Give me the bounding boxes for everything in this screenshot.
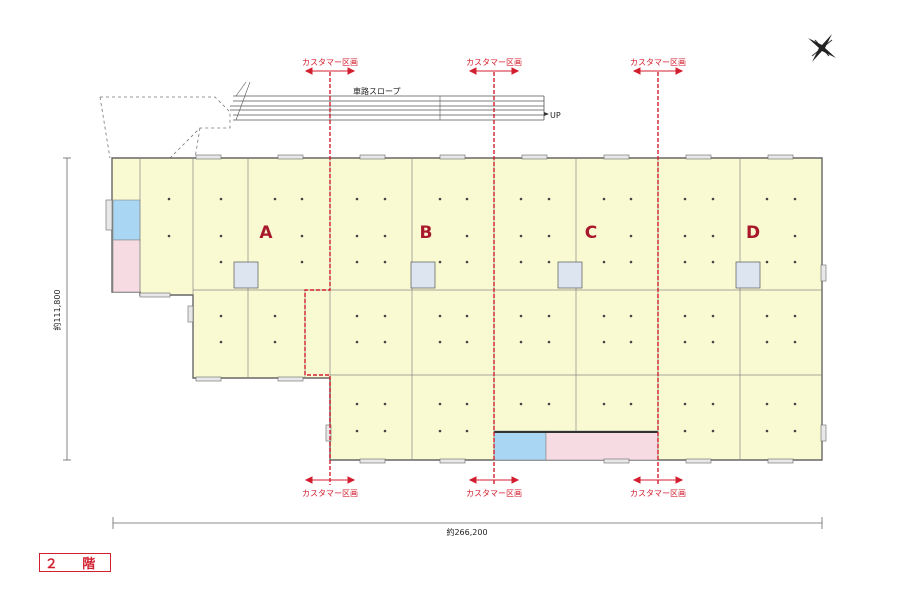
floor-label: ２ 階 bbox=[39, 553, 111, 572]
vehicle-ramp: UP 車路スロープ bbox=[99, 81, 561, 159]
divider-label: カスタマー区画 bbox=[630, 58, 686, 67]
zone-label-b: B bbox=[420, 223, 433, 243]
divider-label: カスタマー区画 bbox=[302, 489, 358, 498]
divider-label: カスタマー区画 bbox=[466, 58, 522, 67]
core-room bbox=[493, 430, 547, 461]
core-room bbox=[545, 430, 659, 461]
width-dimension: 約266,200 bbox=[446, 527, 487, 537]
zone-label-c: C bbox=[585, 223, 597, 243]
depth-dimension: 約111,800 bbox=[52, 289, 62, 330]
divider-label: カスタマー区画 bbox=[466, 489, 522, 498]
customer-divider-lines bbox=[304, 72, 659, 485]
divider-arrows bbox=[304, 67, 684, 484]
divider-label: カスタマー区画 bbox=[630, 489, 686, 498]
compass-icon bbox=[808, 34, 836, 62]
divider-label: カスタマー区画 bbox=[302, 58, 358, 67]
zone-label-a: A bbox=[259, 223, 273, 243]
dimension-lines bbox=[63, 157, 823, 529]
core-room bbox=[112, 239, 141, 293]
ramp-label: 車路スロープ bbox=[353, 86, 401, 96]
building-outline bbox=[105, 154, 827, 464]
ramp-up-label: UP bbox=[550, 111, 561, 120]
zone-label-d: D bbox=[746, 223, 760, 243]
core-room bbox=[112, 199, 141, 241]
